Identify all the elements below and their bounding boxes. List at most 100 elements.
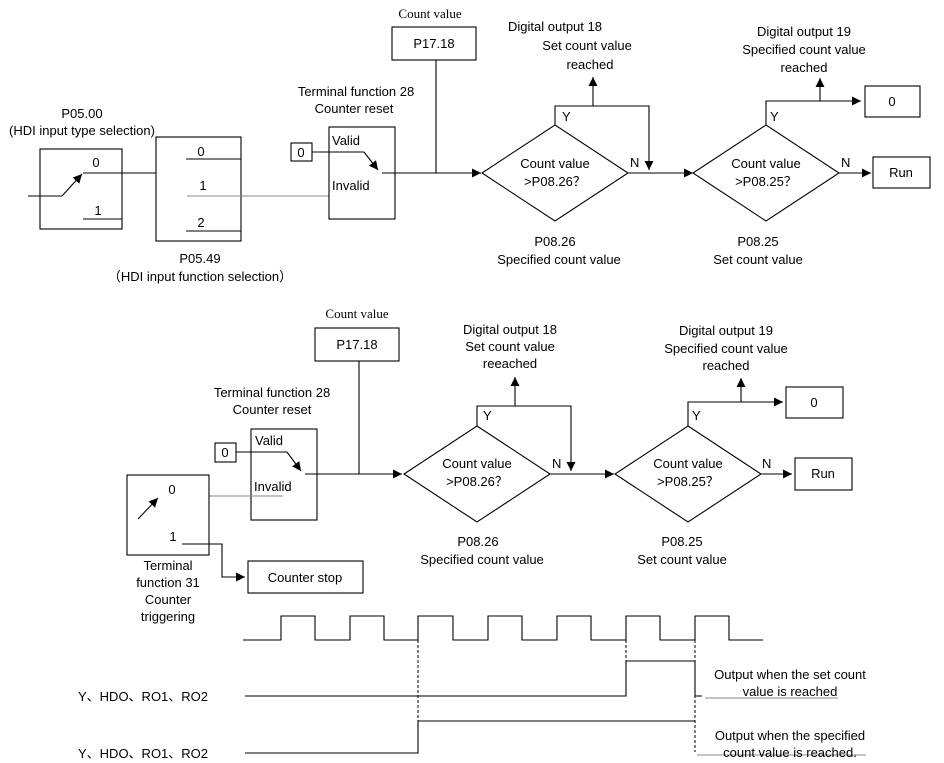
bottom-d2-no: N: [762, 456, 771, 471]
top-count-value-param: P17.18: [413, 36, 454, 51]
top-do18-title: Digital output 18: [508, 19, 602, 34]
top-compare-p0825-diamond: [691, 124, 841, 222]
top-p0549-pos-2: 2: [197, 215, 204, 230]
signal1-label: Y、HDO、RO1、RO2: [78, 689, 208, 704]
top-d1-line2: >P08.26？: [524, 174, 586, 189]
counter-stop-label: Counter stop: [268, 570, 342, 585]
top-d1-no: N: [630, 155, 639, 170]
top-run-label: Run: [889, 165, 913, 180]
top-do18-line2: Set count value: [542, 38, 632, 53]
bottom-out-zero-box: [785, 386, 844, 419]
bottom-out-zero: 0: [810, 395, 817, 410]
top-d2-no: N: [841, 155, 850, 170]
bottom-invalid-label: Invalid: [254, 479, 292, 494]
bottom-d2-line1: Count value: [653, 456, 722, 471]
top-compare-p0826-diamond: [480, 124, 630, 222]
top-p0549-pos-1: 1: [199, 178, 206, 193]
bottom-do18-line3: reeached: [483, 356, 537, 371]
bottom-count-value-box: [314, 327, 400, 362]
bottom-d1-line2: >P08.26？: [446, 474, 508, 489]
bottom-valid-label: Valid: [255, 433, 283, 448]
top-count-value-box: [391, 26, 477, 61]
bottom-tf28-subtitle: Counter reset: [233, 402, 312, 417]
top-do19-line2: Specified count value: [742, 42, 866, 57]
top-run-box: [872, 156, 931, 189]
timing-diagram: Y、HDO、RO1、RO2 Output when the set count …: [78, 615, 866, 761]
bottom-zero-input: 0: [221, 445, 228, 460]
bottom-d2-yes: Y: [692, 408, 701, 423]
bottom-compare-p0826-diamond: [402, 425, 552, 523]
top-p0826-desc: Specified count value: [497, 252, 621, 267]
top-tf28-title: Terminal function 28: [298, 84, 414, 99]
top-p0826-code: P08.26: [534, 234, 575, 249]
specified-count-output-signal: [245, 720, 695, 754]
bottom-count-value-param: P17.18: [336, 337, 377, 352]
bottom-switch-pos-0: 0: [168, 482, 175, 497]
top-tf28-subtitle: Counter reset: [315, 101, 394, 116]
bottom-run-label: Run: [811, 466, 835, 481]
top-p0500-code: P05.00: [61, 106, 102, 121]
bottom-diagram: Count value P17.18 Terminal function 28 …: [126, 306, 853, 624]
top-d2-yes: Y: [770, 109, 779, 124]
top-out-zero-box: [864, 85, 921, 118]
bottom-d2-line2: >P08.25？: [657, 474, 719, 489]
top-p0549-desc: （HDI input function selection）: [108, 269, 292, 284]
bottom-p0826-desc: Specified count value: [420, 552, 544, 567]
bottom-run-box: [794, 457, 853, 491]
bottom-switch-pos-1: 1: [169, 529, 176, 544]
note2-line1: Output when the specified: [715, 728, 865, 743]
top-p0549-pos-0: 0: [197, 144, 204, 159]
top-tf28-switch-arm: [363, 151, 379, 171]
bottom-tf31-line2: function 31: [136, 575, 200, 590]
bottom-do19-title: Digital output 19: [679, 323, 773, 338]
bottom-d1-yes: Y: [483, 408, 492, 423]
bottom-do18-title: Digital output 18: [463, 322, 557, 337]
bottom-do18-line2: Set count value: [465, 339, 555, 354]
bottom-p0825-code: P08.25: [661, 534, 702, 549]
bottom-d1-no: N: [552, 456, 561, 471]
top-diagram: Count value P17.18 P05.00 (HDI input typ…: [9, 6, 931, 284]
top-out-zero: 0: [888, 94, 895, 109]
top-d2-line2: >P08.25？: [735, 174, 797, 189]
top-p0825-desc: Set count value: [713, 252, 803, 267]
top-d2-line1: Count value: [731, 156, 800, 171]
bottom-do19-line3: reached: [703, 358, 750, 373]
top-do19-title: Digital output 19: [757, 24, 851, 39]
set-count-output-signal: [245, 660, 702, 697]
note2-line2: count value is reached.: [723, 745, 857, 760]
top-p0500-desc: (HDI input type selection): [9, 123, 155, 138]
counter-stop-box: [247, 560, 364, 594]
bottom-tf31-line3: Counter: [145, 592, 192, 607]
top-p0500-switch-arm: [61, 173, 83, 197]
bottom-tf28-title: Terminal function 28: [214, 385, 330, 400]
note1-line1: Output when the set count: [714, 667, 866, 682]
bottom-do19-line2: Specified count value: [664, 341, 788, 356]
top-valid-label: Valid: [332, 133, 360, 148]
top-p0500-selector-box: [39, 148, 123, 230]
bottom-compare-p0825-diamond: [613, 425, 763, 523]
top-p0549-code: P05.49: [179, 251, 220, 266]
top-p0500-pos-1: 1: [94, 203, 101, 218]
bottom-tf31-line1: Terminal: [143, 558, 192, 573]
top-p0549-selector-box: [155, 136, 242, 242]
top-count-value-label: Count value: [398, 6, 461, 21]
bottom-p0826-code: P08.26: [457, 534, 498, 549]
top-invalid-label: Invalid: [332, 178, 370, 193]
bottom-tf31-switch-arm: [137, 497, 159, 520]
bottom-tf31-line4: triggering: [141, 609, 195, 624]
top-zero-input: 0: [297, 145, 304, 160]
pulse-train: [243, 615, 763, 641]
top-p0825-code: P08.25: [737, 234, 778, 249]
top-p0500-pos-0: 0: [92, 155, 99, 170]
top-d1-yes: Y: [562, 109, 571, 124]
top-d1-line1: Count value: [520, 156, 589, 171]
top-do18-line3: reached: [567, 57, 614, 72]
top-do19-line3: reached: [781, 60, 828, 75]
bottom-d1-line1: Count value: [442, 456, 511, 471]
bottom-tf28-switch-arm: [286, 451, 302, 472]
signal2-label: Y、HDO、RO1、RO2: [78, 746, 208, 761]
bottom-p0825-desc: Set count value: [637, 552, 727, 567]
bottom-count-value-label: Count value: [325, 306, 388, 321]
note1-line2: value is reached: [743, 684, 838, 699]
bottom-tf31-switch-box: [126, 474, 210, 556]
